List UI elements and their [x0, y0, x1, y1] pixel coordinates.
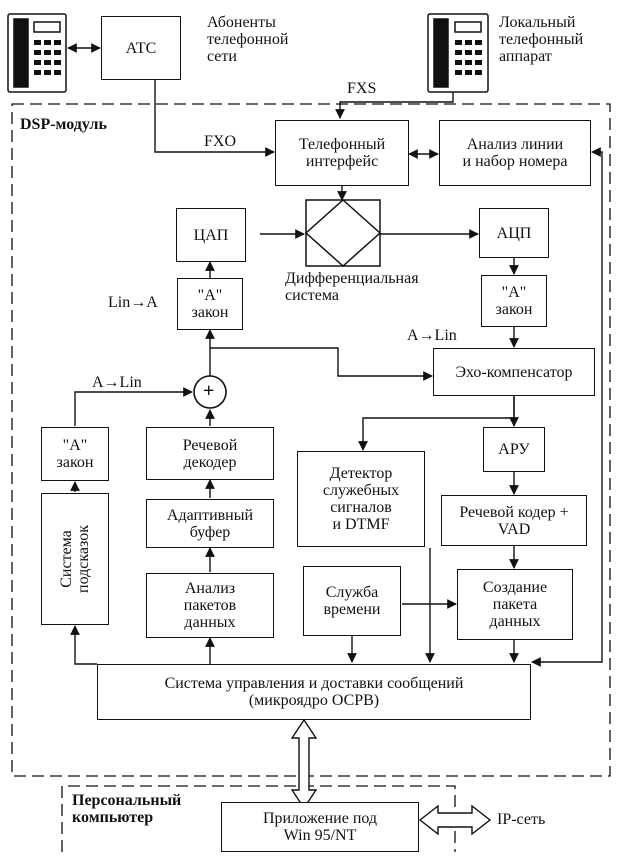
control-system-box: Система управления и доставки сообщений … — [97, 664, 531, 720]
plus-sign: + — [203, 380, 215, 402]
packet-create-box: Создание пакета данных — [457, 569, 573, 640]
detector-box: Детектор служебных сигналов и DTMF — [297, 451, 425, 547]
dac-box: ЦАП — [176, 208, 246, 262]
speech-decoder-box: Речевой декодер — [146, 427, 274, 480]
app-box: Приложение под Win 95/NT — [221, 802, 419, 852]
telephone-icon-right — [427, 13, 489, 93]
ats-box: АТС — [101, 16, 181, 80]
diff-system-diamond — [304, 198, 382, 268]
hints-system-text: Система подсказок — [58, 525, 93, 593]
a-law-far-left-box: "А" закон — [41, 427, 109, 481]
ats-to-interface — [154, 80, 275, 157]
speech-coder-box: Речевой кодер + VAD — [441, 495, 587, 546]
telephone-icon-left — [7, 13, 67, 93]
adaptive-buffer-box: Адаптивный буфер — [146, 499, 274, 548]
pc-label: Персональный компьютер — [72, 792, 182, 826]
phone-interface-box: Телефонный интерфейс — [275, 120, 409, 186]
summation-node — [193, 375, 227, 409]
a-to-lin-right-label: A→Lin — [407, 327, 457, 344]
hints-alaw-to-sum — [74, 387, 193, 426]
hints-system-box: Система подсказок — [41, 493, 109, 625]
a-to-lin-left-label: A→Lin — [92, 374, 142, 391]
time-service-box: Служба времени — [303, 566, 401, 636]
subscribers-label: Абоненты телефонной сети — [207, 14, 289, 65]
dsp-module-label: DSP-модуль — [20, 116, 107, 133]
packet-analysis-box: Анализ пакетов данных — [146, 573, 274, 638]
a-law-right-box: "А" закон — [481, 275, 547, 327]
a-law-left-box: "А" закон — [177, 278, 243, 330]
ip-net-label: IP-сеть — [497, 811, 546, 828]
analysis-control-loop — [531, 147, 603, 667]
lin-to-a-label: Lin→A — [108, 294, 158, 311]
dsp-module-frame — [11, 103, 611, 777]
dsp-pc-bus-arrow — [290, 718, 318, 810]
local-phone-label: Локальный телефонный аппарат — [499, 14, 584, 65]
agc-box: АРУ — [483, 427, 545, 472]
fxo-label: FXO — [204, 133, 237, 150]
localphone-to-interface — [335, 92, 454, 119]
diff-system-label: Дифференциальная система — [285, 270, 419, 304]
control-to-hints — [70, 625, 97, 665]
fxs-label: FXS — [347, 80, 377, 97]
echo-canceller-box: Эхо-компенсатор — [433, 348, 595, 396]
reference-to-echo — [210, 347, 433, 381]
adc-box: АЦП — [479, 208, 549, 258]
line-analysis-box: Анализ линии и набор номера — [439, 120, 591, 186]
app-ip-bus-arrow — [418, 804, 492, 836]
